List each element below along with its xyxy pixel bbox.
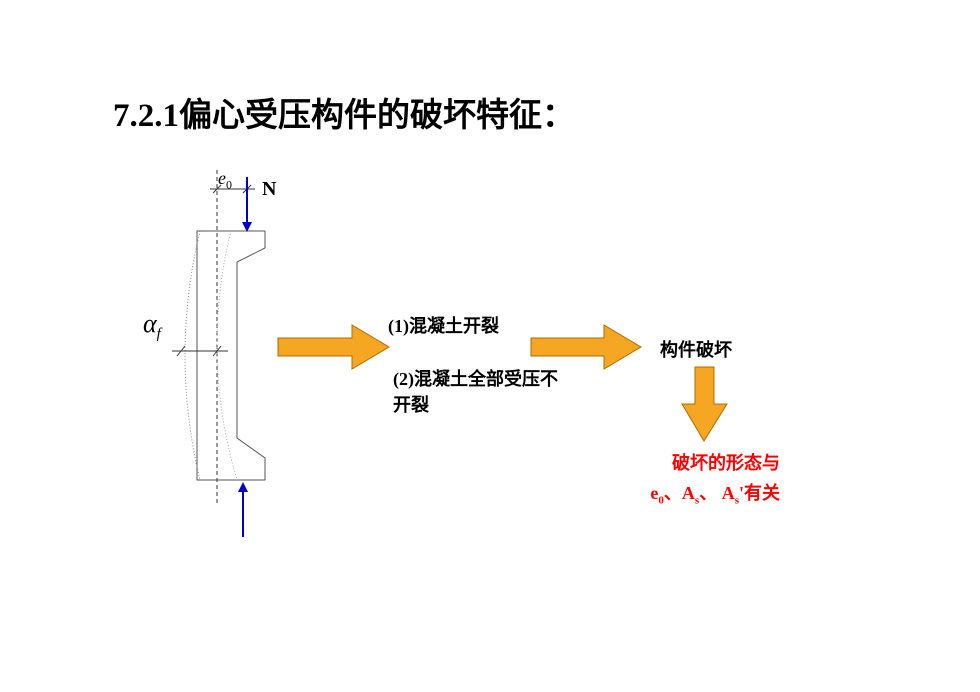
eccentricity-label: e0	[218, 168, 232, 192]
failure-note: 破坏的形态与 e0、As、 As'有关	[600, 448, 780, 516]
failure-result: 构件破坏	[660, 340, 732, 360]
step-crack: (1)混凝土开裂	[388, 316, 499, 336]
note-line1: 破坏的形态与	[672, 453, 780, 473]
flow-arrow-down	[681, 366, 728, 442]
column-outline	[196, 230, 266, 481]
flow-arrow-2	[530, 324, 642, 370]
e0-tick-left	[212, 184, 222, 194]
flow-arrow-1	[277, 324, 390, 370]
step-no-crack: (2)混凝土全部受压不开裂	[393, 369, 558, 415]
note-line2: e0、As、 As'有关	[650, 483, 780, 507]
bottom-force-arrowhead	[238, 482, 248, 492]
page-title: 7.2.1偏心受压构件的破坏特征：	[113, 98, 575, 134]
force-label: N	[262, 178, 277, 200]
deflection-label: αf	[143, 309, 161, 343]
deflection-curve-right	[216, 230, 238, 481]
af-tick-left	[176, 345, 186, 357]
top-force-arrowhead	[242, 222, 252, 232]
af-tick-right	[212, 345, 222, 357]
deflection-curve	[184, 230, 201, 481]
